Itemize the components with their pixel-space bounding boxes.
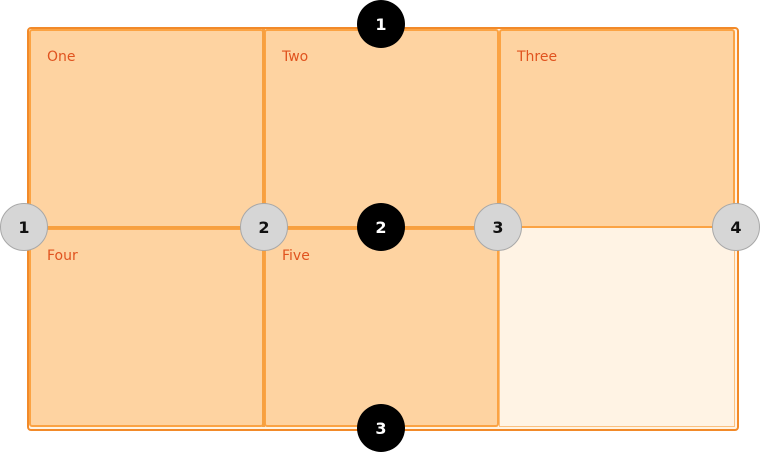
grid-item-label: Three	[517, 49, 558, 65]
column-line-marker-2: 2	[240, 203, 288, 251]
grid-item-two: Two	[264, 29, 499, 228]
marker-number: 2	[258, 217, 270, 237]
row-line-marker-3: 3	[357, 404, 405, 452]
marker-number: 3	[375, 418, 387, 438]
marker-number: 4	[730, 217, 742, 237]
marker-number: 3	[492, 217, 504, 237]
row-line-marker-2: 2	[357, 203, 405, 251]
grid-item-four: Four	[29, 228, 264, 427]
column-line-marker-3: 3	[474, 203, 522, 251]
column-line-marker-1: 1	[0, 203, 48, 251]
grid-item-three: Three	[499, 29, 735, 228]
marker-number: 1	[375, 14, 387, 34]
marker-number: 1	[18, 217, 30, 237]
grid-item-one: One	[29, 29, 264, 228]
empty-grid-cell	[499, 227, 735, 427]
marker-number: 2	[375, 217, 387, 237]
column-line-marker-4: 4	[712, 203, 760, 251]
grid-item-label: One	[47, 49, 76, 65]
grid-item-label: Five	[282, 248, 310, 264]
grid-item-five: Five	[264, 228, 499, 427]
row-line-marker-1: 1	[357, 0, 405, 48]
grid-item-label: Four	[47, 248, 78, 264]
grid-item-label: Two	[282, 49, 309, 65]
